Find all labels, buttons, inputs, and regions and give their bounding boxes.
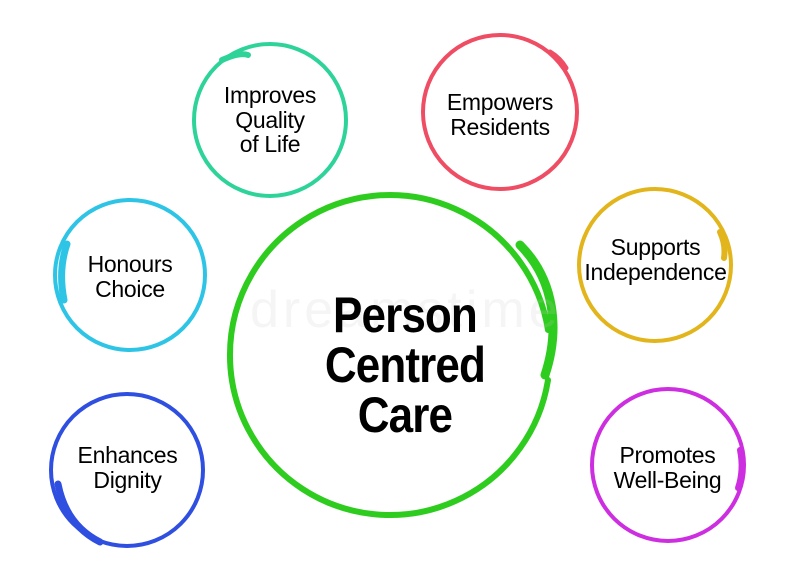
center-line-3: Care xyxy=(357,387,453,443)
node-empowers-residents: Empowers Residents xyxy=(425,40,575,190)
ring-honours-choice xyxy=(53,198,207,352)
center-line-2: Centred xyxy=(324,337,486,393)
center-node-person-centred-care: Person Centred Care xyxy=(250,250,560,480)
node-label: Honours Choice xyxy=(88,252,173,302)
node-line: Dignity xyxy=(93,467,162,493)
node-honours-choice: Honours Choice xyxy=(55,202,205,352)
ring-improves-quality xyxy=(192,42,348,198)
node-line: Improves xyxy=(223,81,317,108)
node-line: of Life xyxy=(239,131,301,158)
ring-promotes-well-being xyxy=(590,387,746,543)
center-ring xyxy=(227,192,558,518)
node-promotes-well-being: Promotes Well-Being xyxy=(590,393,745,543)
node-line: Well-Being xyxy=(613,467,722,493)
node-line: Residents xyxy=(450,114,550,140)
node-improves-quality-of-life: Improves Quality of Life xyxy=(195,45,345,195)
node-line: Choice xyxy=(95,276,165,302)
node-line: Supports xyxy=(610,234,701,261)
node-line: Honours xyxy=(87,251,173,278)
node-label: Empowers Residents xyxy=(446,89,554,140)
node-label: Enhances Dignity xyxy=(78,443,178,493)
node-supports-independence: Supports Independence xyxy=(578,185,733,335)
node-label: Improves Quality of Life xyxy=(223,81,317,158)
node-line: Enhances xyxy=(77,442,178,469)
ring-enhances-dignity xyxy=(49,392,205,548)
node-line: Empowers xyxy=(446,89,554,116)
node-line: Quality xyxy=(235,106,305,133)
ring-empowers-residents xyxy=(421,33,579,191)
node-line: Promotes xyxy=(619,442,716,469)
node-enhances-dignity: Enhances Dignity xyxy=(50,393,205,543)
ring-supports-independence xyxy=(577,187,733,343)
node-line: Independence xyxy=(584,259,727,285)
node-label: Supports Independence xyxy=(584,234,727,285)
center-line-1: Person xyxy=(333,287,478,343)
center-label: Person Centred Care xyxy=(324,287,486,443)
node-label: Promotes Well-Being xyxy=(614,443,722,493)
